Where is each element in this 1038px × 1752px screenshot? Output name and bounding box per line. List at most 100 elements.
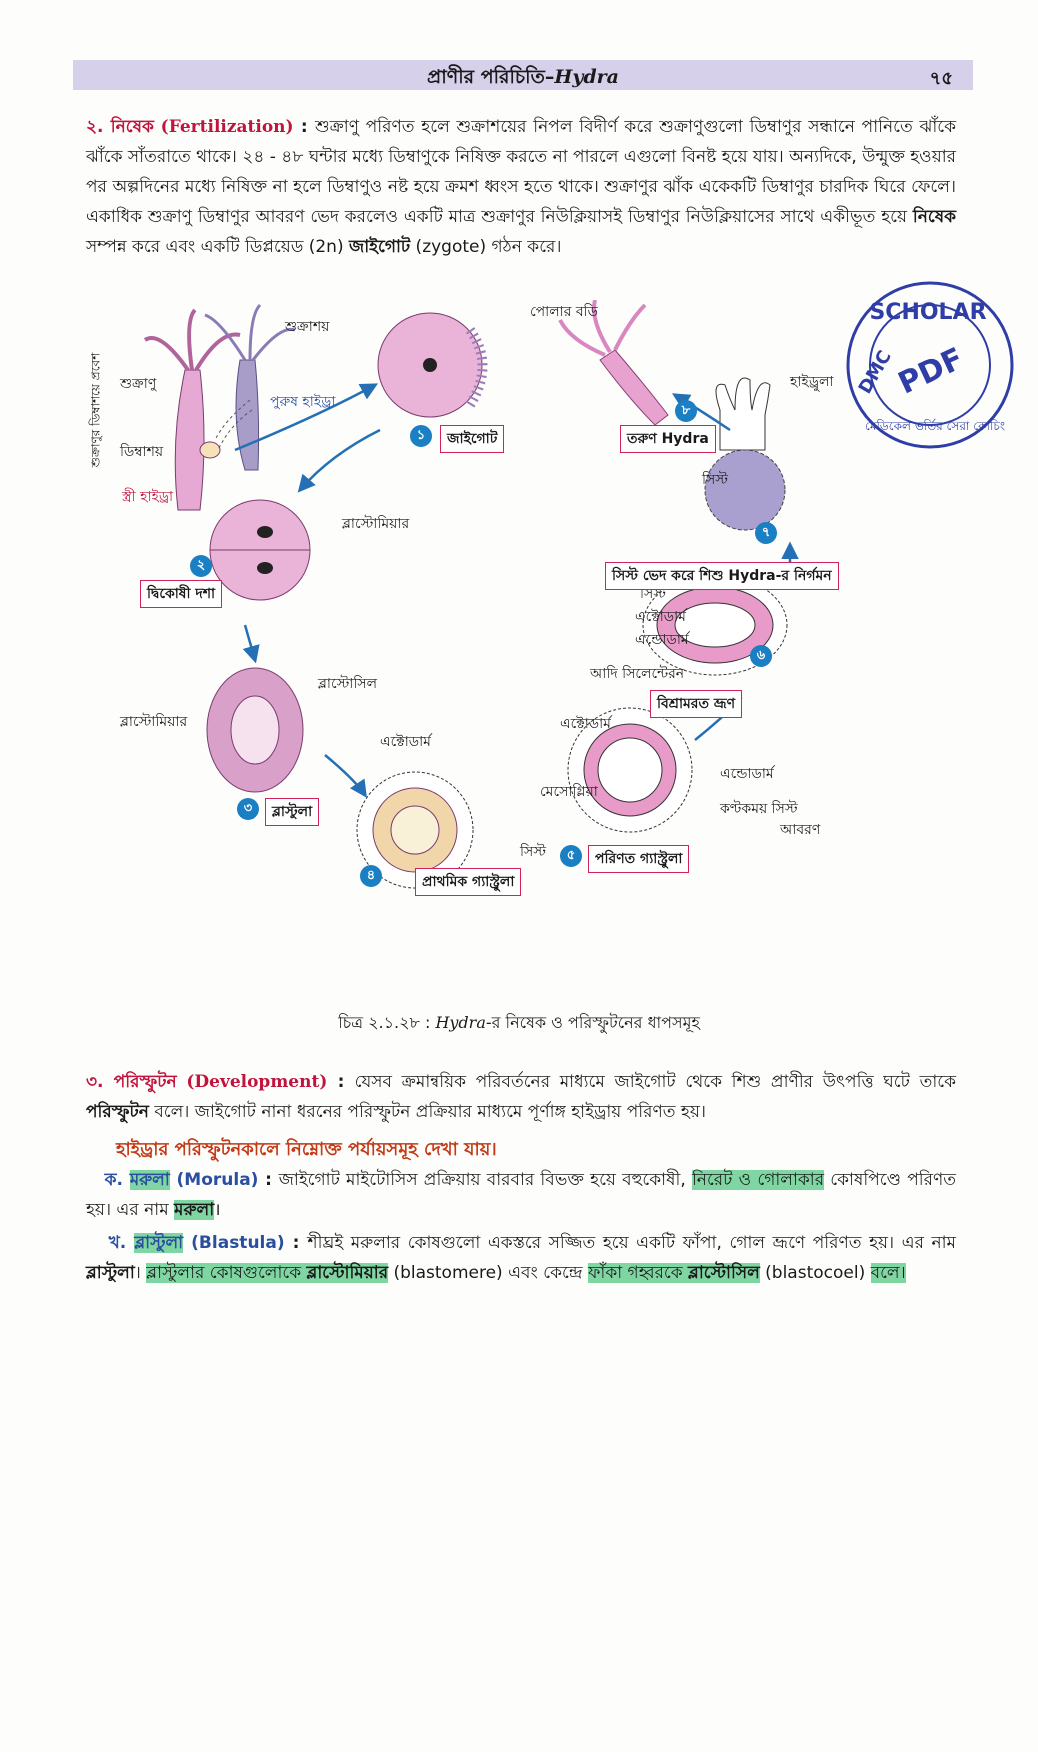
fertilization-text-3: (zygote) গঠন করে। [410, 237, 562, 257]
stage-blastula-label: ব্লাস্টুলা [265, 798, 320, 826]
fertilization-heading-en: (Fertilization) [160, 117, 294, 137]
blastula-text: শীঘ্রই মরুলার কোষগুলো একস্তরে সজ্জিত হয়… [307, 1233, 956, 1253]
blastula-text-2: । [134, 1263, 147, 1283]
morula-en: (Morula) [169, 1170, 259, 1190]
stamp-bottom-text: মেডিকেল ভর্তির সেরা কোচিং [865, 419, 1005, 433]
stage-emergence-label: সিস্ট ভেদ করে শিশু Hydra-র নির্গমন [605, 562, 839, 590]
label-ectoderm-3: এক্টোডার্ম [560, 716, 611, 732]
stage-mature-gastrula-label: পরিণত গ্যাস্ট্রুলা [588, 845, 690, 873]
header-title: প্রাণীর পরিচিতি–Hydra [73, 63, 973, 95]
stage-resting-embryo-label: বিশ্রামরত ভ্রূণ [650, 690, 743, 718]
label-sperm: শুক্রাণু [120, 376, 157, 392]
blastula-highlight-1: ব্লাস্টুলার কোষগুলোকে [146, 1263, 307, 1283]
fertilization-paragraph: ২. নিষেক (Fertilization) : শুক্রাণু পরিণ… [86, 112, 956, 262]
stage-4-badge: ৪ [360, 865, 382, 887]
stamp-graphic: SCHOLAR DMC PDF মেডিকেল ভর্তির সেরা কোচি… [846, 281, 1014, 449]
stage-2-badge: ২ [190, 555, 212, 577]
stage-young-hydra-label: তরুণ Hydra [620, 425, 716, 453]
development-heading: ৩. পরিস্ফুটন [86, 1072, 177, 1092]
blastula-text-3: (blastomere) এবং কেন্দ্রে [388, 1263, 588, 1283]
stage-8-badge: ৮ [675, 400, 697, 422]
label-blastomere: ব্লাস্টোমিয়ার [342, 516, 410, 532]
page-header: প্রাণীর পরিচিতি–Hydra ৭৫ [73, 60, 973, 90]
label-polar-body: পোলার বডি [530, 304, 598, 320]
label-primitive-coelenteron: আদি সিলেন্টেরন [590, 666, 685, 682]
morula-text: জাইগোট মাইটোসিস প্রক্রিয়ায় বারবার বিভক… [278, 1170, 692, 1190]
label-hydrula: হাইড্রুলা [790, 374, 834, 390]
development-bold-term: পরিস্ফুটন [86, 1102, 149, 1122]
caption-suffix: -র নিষেক ও পরিস্ফুটনের ধাপসমূহ [485, 1013, 700, 1032]
header-title-en: Hydra [554, 66, 619, 88]
fertilization-text-2: সম্পন্ন করে এবং একটি ডিপ্লয়েড (2n) [86, 237, 349, 257]
blastula-text-4: (blastocoel) [759, 1263, 871, 1283]
label-cyst-2: সিস্ট [702, 472, 728, 488]
label-endoderm-2: এন্ডোডার্ম [720, 766, 774, 782]
label-cyst: সিস্ট [520, 844, 546, 860]
morula-highlight: নিরেট ও গোলাকার [691, 1170, 825, 1190]
figure-caption: চিত্র ২.১.২৮ : Hydra-র নিষেক ও পরিস্ফুটন… [0, 1010, 1038, 1037]
label-sperm-entry: শুক্রাণুর ডিম্বাশয়ে প্রবেশ [88, 352, 103, 468]
development-sep: : [327, 1072, 355, 1092]
stage-7-badge: ৭ [755, 522, 777, 544]
ovary-shape [199, 441, 221, 459]
fertilization-text: শুক্রাণু পরিণত হলে শুক্রাশয়ের নিপল বিদী… [86, 117, 957, 227]
fertilization-bold-term: নিষেক [912, 207, 956, 227]
young-hydra-body [599, 349, 669, 426]
label-testis: শুক্রাশয় [285, 319, 330, 335]
stage-5-badge: ৫ [560, 845, 582, 867]
stage-zygote-label: জাইগোট [440, 425, 505, 453]
stage-two-cell-label: দ্বিকোষী দশা [140, 580, 223, 608]
figure-illustration [143, 299, 799, 889]
caption-prefix: চিত্র ২.১.২৮ : [338, 1013, 436, 1032]
development-heading-en: (Development) [186, 1072, 328, 1092]
zygote-bold-term: জাইগোট [349, 237, 411, 257]
blastula-paragraph: খ. ব্লাস্টুলা (Blastula) : শীঘ্রই মরুলার… [86, 1228, 956, 1288]
blastula-sep: : [284, 1233, 308, 1253]
page-number: ৭৫ [929, 68, 953, 89]
fertilization-sep: : [293, 117, 315, 137]
label-spiny-cyst: কণ্টকময় সিস্ট [720, 801, 798, 817]
morula-paragraph: ক. মরুলা (Morula) : জাইগোট মাইটোসিস প্রক… [86, 1165, 956, 1225]
blastomere-bold-term: ব্লাস্টোমিয়ার [306, 1263, 389, 1283]
blastula-bold-term: ব্লাস্টুলা [86, 1263, 135, 1283]
morula-term: মরুলা [129, 1170, 170, 1190]
label-cover: আবরণ [780, 822, 821, 838]
blastocoel-bold-term: ব্লাস্টোসিল [688, 1263, 760, 1283]
label-cyst-3: সিস্ট [640, 586, 666, 602]
development-text: যেসব ক্রমান্বয়িক পরিবর্তনের মাধ্যমে জাই… [354, 1072, 957, 1092]
label-ovary: ডিম্বাশয় [120, 444, 164, 460]
label-blastocoel: ব্লাস্টোসিল [318, 676, 378, 692]
blastula-highlight-3: বলে। [870, 1263, 906, 1283]
morula-bold-term: মরুলা [174, 1200, 215, 1220]
stage-1-badge: ১ [410, 425, 432, 447]
caption-hydra: Hydra [435, 1013, 486, 1032]
blastula-en: (Blastula) [183, 1233, 285, 1253]
label-male-hydra: পুরুষ হাইড্রা [270, 394, 336, 410]
blastula-term: ব্লাস্টুলা [134, 1233, 184, 1253]
label-mesoglea: মেসোগ্লিয়া [540, 784, 598, 800]
blastula-prefix: খ. [108, 1233, 135, 1253]
label-ectoderm: এক্টোডার্ম [380, 734, 431, 750]
label-blastomere-2: ব্লাস্টোমিয়ার [120, 714, 188, 730]
morula-text-2: কোষপিণ্ডে পরিণত হয়। এর নাম [86, 1170, 957, 1220]
header-title-bn: প্রাণীর পরিচিতি– [427, 66, 555, 88]
fertilization-heading: ২. নিষেক [86, 117, 154, 137]
stage-early-gastrula-label: প্রাথমিক গ্যাস্ট্রুলা [415, 868, 522, 896]
female-hydra-body [174, 369, 205, 511]
morula-text-3: । [214, 1200, 221, 1220]
morula-sep: : [258, 1170, 279, 1190]
label-endoderm: এন্ডোডার্ম [635, 632, 689, 648]
hydra-development-figure: শুক্রাশয় শুক্রাণু পুরুষ হাইড্রা ডিম্বাশ… [88, 299, 940, 1000]
stages-subheading: হাইড্রার পরিস্ফুটনকালে নিম্নোক্ত পর্যায়… [116, 1139, 497, 1160]
stamp-top-text: SCHOLAR [869, 300, 986, 325]
spiny-cyst [704, 449, 786, 531]
development-text-2: বলে। জাইগোট নানা ধরনের পরিস্ফুটন প্রক্রি… [148, 1102, 706, 1122]
male-hydra-body [235, 359, 260, 471]
stamp-center-text: PDF [893, 341, 969, 401]
stage-6-badge: ৬ [750, 645, 772, 667]
development-paragraph: ৩. পরিস্ফুটন (Development) : যেসব ক্রমান… [86, 1067, 956, 1127]
blastula-highlight-2: ফাঁকা গহ্বরকে [587, 1263, 689, 1283]
morula-prefix: ক. [104, 1170, 130, 1190]
label-female-hydra: স্ত্রী হাইড্রা [122, 489, 174, 505]
